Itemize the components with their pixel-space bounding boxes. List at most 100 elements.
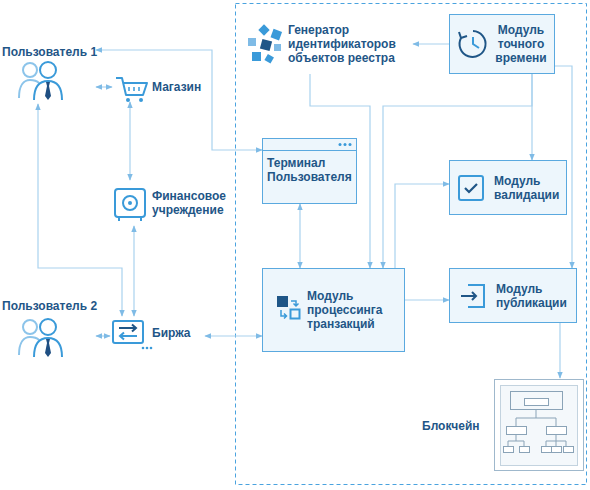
connector-arrow bbox=[405, 299, 449, 300]
exchange-arrow bbox=[119, 325, 136, 332]
user-body bbox=[19, 80, 39, 98]
clock-arrow bbox=[459, 32, 467, 38]
exchange-icon bbox=[113, 321, 152, 349]
blockchain-block bbox=[525, 399, 549, 406]
user-head bbox=[23, 63, 37, 77]
user-actor: Пользователь 2 bbox=[0, 296, 96, 358]
connector-arrow bbox=[96, 50, 262, 150]
node-label: Биржа bbox=[152, 326, 191, 340]
generator-square bbox=[274, 44, 281, 51]
node-label: Пользователь 1 bbox=[2, 45, 97, 59]
blockchain-block bbox=[504, 447, 514, 453]
window-dot bbox=[344, 143, 347, 146]
safe-dial bbox=[123, 196, 137, 210]
process-box: Модуль процессинга транзакций bbox=[262, 268, 405, 352]
blockchain-tree-line bbox=[516, 410, 556, 426]
blockchain-illustration bbox=[495, 380, 584, 471]
user-tie bbox=[45, 82, 51, 100]
node-label: Блокчейн bbox=[422, 419, 480, 433]
connector-arrow bbox=[559, 323, 560, 378]
generator-node: Генератор идентификаторов объектов реест… bbox=[244, 14, 413, 74]
generator-square bbox=[258, 24, 269, 35]
user-body bbox=[34, 338, 62, 357]
check-box bbox=[459, 176, 483, 200]
generator-square bbox=[252, 52, 261, 61]
publication-frame bbox=[468, 285, 484, 307]
exchange-dot bbox=[146, 347, 149, 350]
user-icon bbox=[19, 319, 62, 357]
safe-body bbox=[115, 189, 145, 217]
exchange-node: Биржа bbox=[110, 316, 205, 350]
processing-arrow bbox=[281, 310, 287, 319]
blockchain-block bbox=[552, 447, 562, 453]
connector-arrow bbox=[413, 43, 449, 44]
user-icon bbox=[19, 62, 62, 100]
blockchain-block bbox=[542, 447, 552, 453]
user-head bbox=[23, 320, 37, 334]
blockchain-frame bbox=[495, 380, 584, 471]
cart-wheel bbox=[126, 98, 130, 102]
clock-hands bbox=[473, 37, 479, 48]
bank-node: Финансовое учреждение bbox=[112, 180, 237, 226]
node-label: Пользователь 2 bbox=[2, 299, 97, 313]
exchange-dot bbox=[150, 347, 153, 350]
generator-square bbox=[248, 38, 256, 46]
generator-icon bbox=[248, 24, 282, 63]
connector-arrow bbox=[96, 335, 110, 336]
blockchain-block bbox=[547, 427, 567, 435]
blockchain-node: Блокчейн bbox=[420, 378, 585, 473]
processing-arrow bbox=[291, 301, 299, 306]
exchange-arrow bbox=[120, 333, 137, 340]
processing-square bbox=[277, 296, 288, 307]
processing-square bbox=[291, 310, 300, 319]
connector-arrow bbox=[129, 102, 130, 180]
safe-dial-center bbox=[128, 201, 132, 205]
cart-icon bbox=[116, 78, 147, 102]
user-body bbox=[34, 81, 62, 100]
node-label: Терминал Пользователя bbox=[267, 156, 356, 184]
cart-grid bbox=[129, 87, 139, 91]
node-label: Модуль процессинга транзакций bbox=[307, 289, 402, 331]
exchange-dot bbox=[142, 347, 145, 350]
blockchain-block bbox=[511, 392, 563, 410]
user-actor: Пользователь 1 bbox=[0, 42, 96, 104]
blockchain-block bbox=[564, 447, 574, 453]
user-head bbox=[40, 319, 56, 335]
safe-feet bbox=[119, 217, 141, 221]
validation-icon bbox=[459, 176, 483, 200]
processing-icon bbox=[277, 296, 300, 319]
terminal-window-bar bbox=[263, 143, 356, 151]
terminal-box: Терминал Пользователя bbox=[262, 138, 357, 204]
connector-arrow bbox=[133, 226, 134, 316]
generator-square bbox=[264, 54, 274, 64]
connector-arrow bbox=[38, 104, 122, 316]
blockchain-block bbox=[520, 447, 530, 453]
process-box: Модуль валидации bbox=[449, 160, 567, 215]
cart-body bbox=[116, 78, 147, 95]
node-label: Магазин bbox=[152, 80, 201, 94]
clock-icon bbox=[459, 31, 486, 57]
node-label: Модуль публикации bbox=[496, 282, 574, 310]
window-dot bbox=[339, 143, 342, 146]
user-head bbox=[40, 62, 56, 78]
blockchain-block bbox=[507, 427, 527, 435]
node-label: Генератор идентификаторов объектов реест… bbox=[288, 23, 411, 65]
connector-arrow bbox=[96, 86, 112, 87]
exchange-frame bbox=[113, 321, 143, 343]
window-dot bbox=[349, 143, 352, 146]
generator-square bbox=[271, 29, 283, 41]
clock-face bbox=[460, 31, 486, 57]
node-label: Модуль точного времени bbox=[490, 23, 552, 65]
connector-arrow bbox=[299, 204, 300, 268]
connector-arrow bbox=[205, 335, 262, 336]
publication-arrow bbox=[461, 292, 476, 300]
system-boundary bbox=[236, 4, 587, 485]
blockchain-tree-line bbox=[508, 435, 566, 446]
node-label: Финансовое учреждение bbox=[152, 189, 235, 217]
generator-square bbox=[260, 39, 272, 51]
blockchain-panel bbox=[501, 386, 578, 466]
process-box: Модуль публикации bbox=[449, 268, 577, 323]
shop-node: Магазин bbox=[112, 72, 212, 102]
safe-icon bbox=[115, 189, 145, 221]
